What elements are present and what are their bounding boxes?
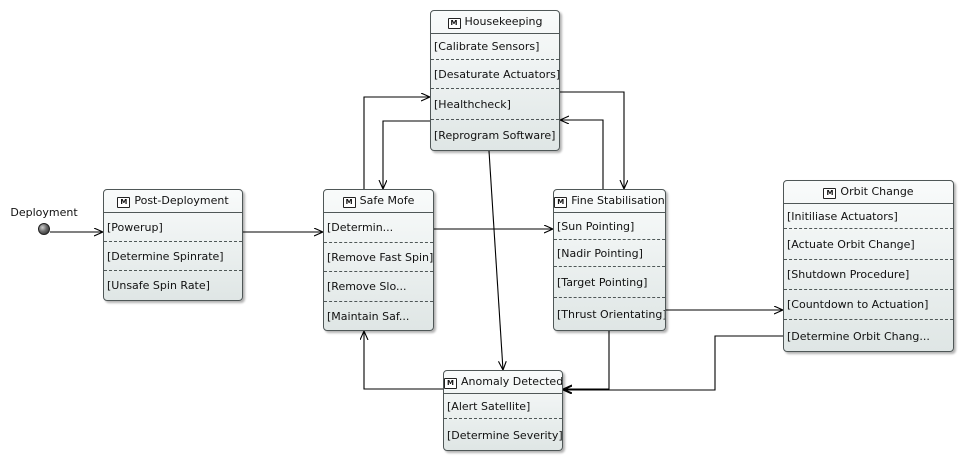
state-activity[interactable]: [Determine Orbit Chang... bbox=[787, 329, 930, 343]
initial-state-dot[interactable] bbox=[38, 223, 50, 235]
module-icon: M bbox=[554, 197, 568, 208]
state-title: Post-Deployment bbox=[134, 194, 229, 207]
state-activity[interactable]: [Determine Spinrate] bbox=[104, 242, 242, 271]
state-activity[interactable]: [Initiliase Actuators] bbox=[784, 204, 953, 229]
transition-anomaly-detected-to-safe-mofe[interactable] bbox=[364, 331, 443, 390]
state-activity[interactable]: [Remove Fast Spin] bbox=[324, 243, 433, 272]
transition-fine-stabilisation-to-anomaly-detected[interactable] bbox=[563, 331, 610, 389]
transition-housekeeping-to-anomaly-detected[interactable] bbox=[488, 150, 503, 370]
state-anomaly-detected[interactable]: M Anomaly Detected [Alert Satellite] [Det… bbox=[443, 370, 563, 451]
state-activity[interactable]: [Reprogram Software] bbox=[434, 129, 556, 142]
state-header: M Anomaly Detected bbox=[444, 371, 562, 394]
state-title: Fine Stabilisation bbox=[571, 194, 665, 207]
transition-housekeeping-to-safe-mofe[interactable] bbox=[383, 120, 430, 189]
state-activity[interactable]: [Powerup] bbox=[104, 213, 242, 242]
state-title: Orbit Change bbox=[840, 185, 914, 198]
state-activity[interactable]: [Thrust Orientating] bbox=[557, 308, 666, 321]
module-icon: M bbox=[823, 188, 837, 199]
state-activity[interactable]: [Sun Pointing] bbox=[554, 213, 665, 240]
state-activity[interactable]: [Target Pointing] bbox=[554, 267, 665, 298]
state-activity[interactable]: [Maintain Saf... bbox=[327, 310, 410, 323]
module-icon: M bbox=[447, 18, 461, 29]
transition-housekeeping-to-fine-stabilisation[interactable] bbox=[560, 91, 624, 189]
state-title: Housekeeping bbox=[464, 15, 543, 28]
state-activity[interactable]: [Calibrate Sensors] bbox=[431, 34, 559, 60]
state-activity[interactable]: [Determin... bbox=[324, 213, 433, 243]
state-activity[interactable]: [Shutdown Procedure] bbox=[784, 260, 953, 290]
state-activity[interactable]: [Unsafe Spin Rate] bbox=[107, 279, 210, 292]
module-icon: M bbox=[444, 378, 457, 389]
state-activity[interactable]: [Determine Severity] bbox=[447, 428, 563, 442]
state-title: Anomaly Detected bbox=[461, 375, 563, 388]
state-activity[interactable]: [Actuate Orbit Change] bbox=[784, 229, 953, 260]
state-activity[interactable]: [Alert Satellite] bbox=[444, 394, 562, 419]
state-title: Safe Mofe bbox=[359, 194, 415, 207]
state-activity[interactable]: [Remove Slo... bbox=[324, 272, 433, 302]
state-activity[interactable]: [Healthcheck] bbox=[431, 89, 559, 120]
module-icon: M bbox=[342, 197, 356, 208]
transition-fine-stabilisation-to-housekeeping[interactable] bbox=[560, 120, 604, 189]
transition-safe-mofe-to-housekeeping[interactable] bbox=[363, 97, 430, 189]
initial-state-label: Deployment bbox=[10, 206, 78, 219]
transition-orbit-change-to-anomaly-detected[interactable] bbox=[563, 335, 783, 390]
state-activity[interactable]: [Countdown to Actuation] bbox=[784, 290, 953, 320]
state-activity[interactable]: [Nadir Pointing] bbox=[554, 240, 665, 267]
module-icon: M bbox=[117, 197, 131, 208]
state-activity[interactable]: [Desaturate Actuators] bbox=[431, 60, 559, 89]
